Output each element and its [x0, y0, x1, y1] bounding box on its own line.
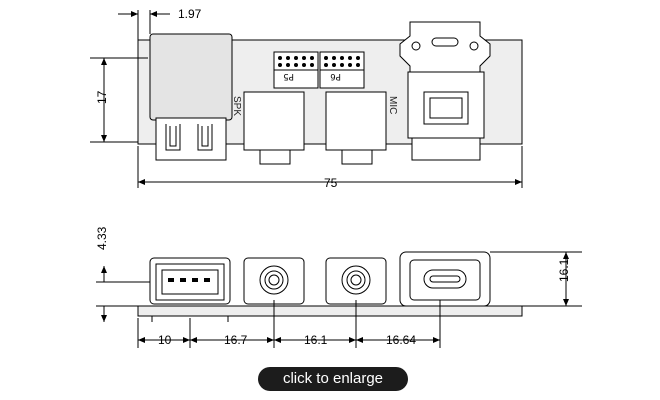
spk-jack-body: [243, 91, 305, 151]
usb-c-plug: [411, 137, 481, 161]
usb-c-slot-top: [431, 37, 459, 47]
dim-spk-spacing: 16.7: [224, 333, 248, 347]
usb-a-pins: [168, 278, 210, 282]
dim-usbc-spacing: 16.64: [386, 333, 416, 347]
dim-top-offset: 1.97: [178, 7, 202, 21]
spk-jack-front: [243, 257, 305, 305]
usb-a-top: [149, 33, 233, 121]
front-view-dimensions: [96, 251, 582, 348]
mic-jack-barrel: [341, 149, 373, 165]
dim-usb-position: 10: [158, 333, 172, 347]
usb-c-bracket: [399, 21, 491, 73]
dim-top-width: 75: [324, 176, 338, 190]
dim-front-offset: 4.33: [95, 226, 109, 250]
usb-a-finger-left: [165, 124, 181, 151]
top-view: [137, 21, 523, 165]
header-p6: [319, 51, 365, 89]
spk-jack-barrel: [259, 149, 291, 165]
mic-label: MIC: [387, 96, 398, 114]
usb-a-finger-right: [197, 124, 213, 151]
header-p5: [273, 51, 319, 89]
usb-a-body: [155, 117, 227, 161]
dim-front-height: 16.1: [557, 258, 571, 282]
enlarge-button[interactable]: click to enlarge: [258, 367, 408, 391]
mic-jack-body: [325, 91, 387, 151]
top-view-dimensions: [90, 10, 523, 188]
spk-label: SPK: [231, 96, 242, 116]
dim-top-height: 17: [95, 90, 109, 104]
mic-jack-front: [325, 257, 387, 305]
header-p5-label: P5: [283, 71, 294, 81]
board-edge: [137, 305, 523, 317]
header-p6-label: P6: [330, 71, 341, 81]
dim-mic-spacing: 16.1: [304, 333, 328, 347]
front-view: [137, 251, 523, 322]
